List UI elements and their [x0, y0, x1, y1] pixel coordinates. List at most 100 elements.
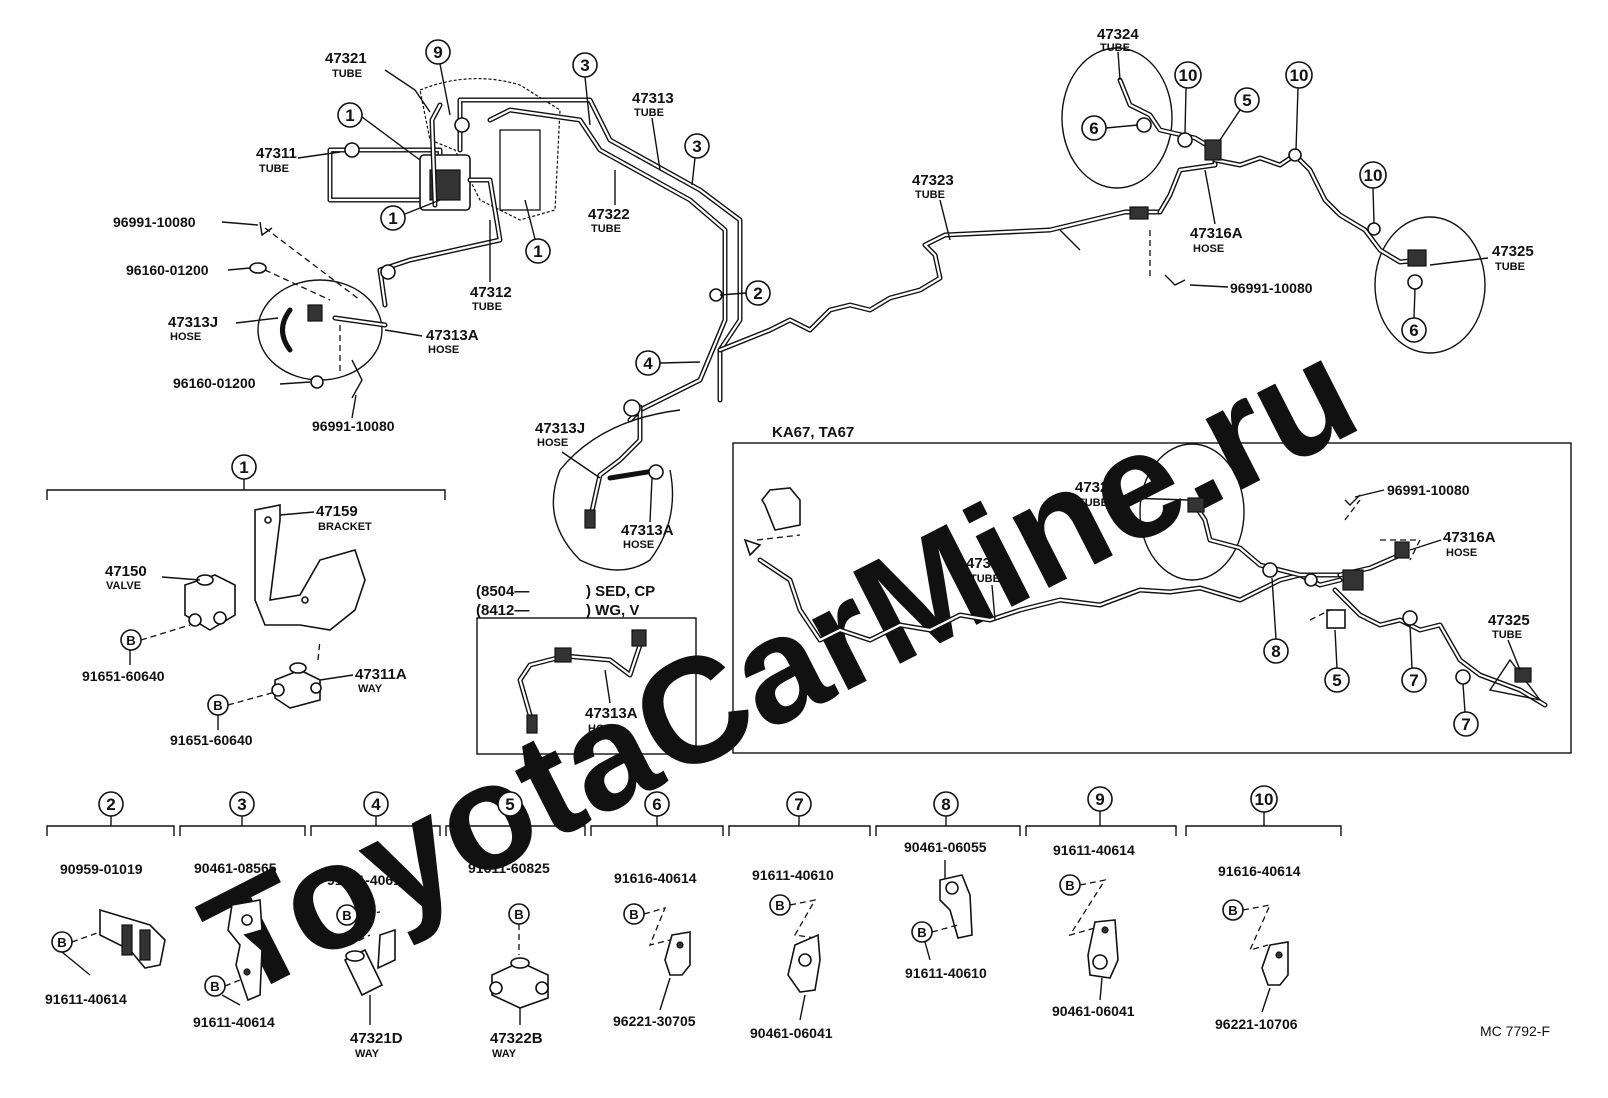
svg-text:1: 1 [388, 209, 397, 228]
svg-text:TUBE: TUBE [1495, 261, 1525, 273]
svg-text:3: 3 [580, 56, 589, 75]
svg-text:HOSE: HOSE [170, 331, 201, 343]
svg-text:B: B [775, 898, 784, 913]
svg-text:B: B [629, 907, 638, 922]
svg-text:90461-06055: 90461-06055 [904, 839, 987, 855]
diagram-code: MC 7792-F [1480, 1023, 1550, 1039]
svg-text:WAY: WAY [355, 1048, 380, 1060]
svg-text:91611-40614: 91611-40614 [1053, 842, 1135, 858]
svg-text:96991-10080: 96991-10080 [312, 418, 395, 434]
svg-text:96221-10706: 96221-10706 [1215, 1016, 1298, 1032]
svg-text:47322B: 47322B [490, 1030, 543, 1047]
tube-47325-top-line [1212, 152, 1423, 265]
svg-text:90461-06041: 90461-06041 [750, 1025, 833, 1041]
svg-text:91616-40614: 91616-40614 [614, 870, 697, 886]
label-47313J-left: 47313J HOSE [168, 314, 279, 343]
svg-text:8: 8 [1271, 642, 1280, 661]
svg-text:47313: 47313 [632, 90, 674, 107]
svg-text:1: 1 [239, 458, 248, 477]
svg-text:TUBE: TUBE [915, 189, 945, 201]
svg-text:47313J: 47313J [168, 314, 218, 331]
label-47159: 47159 BRACKET [279, 503, 372, 533]
svg-text:B: B [1065, 878, 1074, 893]
svg-text:1: 1 [533, 242, 542, 261]
ka67-lines [743, 443, 1548, 708]
svg-text:47325: 47325 [1488, 612, 1530, 629]
svg-text:7: 7 [1409, 671, 1418, 690]
svg-text:B: B [342, 908, 351, 923]
svg-text:91611-40610: 91611-40610 [905, 965, 987, 981]
svg-text:TUBE: TUBE [970, 573, 1000, 585]
svg-text:91611-40610: 91611-40610 [752, 867, 834, 883]
callout-10-c: 10 [1359, 161, 1387, 224]
group-10: 10 91616-40614 B 96221-10706 [1215, 785, 1301, 1032]
label-47311: 47311 TUBE [256, 145, 341, 175]
svg-text:9: 9 [1095, 790, 1104, 809]
svg-text:3: 3 [237, 795, 246, 814]
label-47150: 47150 VALVE [105, 563, 201, 592]
label-47312: 47312 TUBE [470, 220, 512, 313]
svg-text:90461-06041: 90461-06041 [1052, 1003, 1135, 1019]
svg-text:91611-40614: 91611-40614 [193, 1014, 275, 1030]
svg-text:47313J: 47313J [535, 420, 585, 437]
label-47325-top: 47325 TUBE [1429, 243, 1534, 273]
svg-text:47321: 47321 [325, 50, 367, 67]
label-47313A-mid: 47313A HOSE [621, 477, 674, 551]
svg-text:47322: 47322 [966, 555, 1008, 572]
svg-text:6: 6 [1089, 119, 1098, 138]
svg-text:47324: 47324 [1075, 479, 1117, 496]
left-front-hose-line [280, 307, 293, 353]
svg-text:5: 5 [1242, 91, 1251, 110]
group-7: 7 91611-40610 B 90461-06041 [750, 791, 834, 1041]
callout-10-a: 10 [1174, 61, 1202, 134]
svg-text:5: 5 [505, 795, 514, 814]
callout-5-box: 5 [1324, 629, 1350, 693]
svg-text:96221-30705: 96221-30705 [613, 1013, 696, 1029]
svg-text:HOSE: HOSE [537, 437, 568, 449]
svg-text:7: 7 [794, 795, 803, 814]
svg-text:96160-01200: 96160-01200 [173, 375, 256, 391]
svg-text:91651-60640: 91651-60640 [82, 668, 165, 684]
svg-text:96160-01200: 96160-01200 [126, 262, 209, 278]
svg-text:47316A: 47316A [1443, 529, 1496, 546]
svg-text:2: 2 [753, 284, 762, 303]
label-47316A-box: 47316A HOSE [1409, 529, 1496, 559]
svg-text:47313A: 47313A [585, 705, 638, 722]
svg-text:96991-10080: 96991-10080 [113, 214, 196, 230]
svg-text:WAY: WAY [492, 1048, 517, 1060]
svg-text:6: 6 [652, 795, 661, 814]
svg-text:HOSE: HOSE [1193, 243, 1224, 255]
clamp-icon [664, 931, 691, 976]
rear-left-wheel-outline-top [1061, 47, 1173, 189]
group-1-detail: 1 [46, 454, 446, 709]
label-47321: 47321 TUBE [325, 50, 431, 113]
group-4: 4 91611-40614 B 47321D WAY [327, 791, 409, 1060]
label-47313A-left: 47313A HOSE [384, 327, 479, 356]
svg-text:91611-40614: 91611-40614 [327, 872, 409, 888]
callout-1-c: 1 [524, 199, 551, 264]
svg-text:47323: 47323 [912, 172, 954, 189]
callout-1-b: 1 [380, 199, 441, 231]
tube-47323-line [717, 209, 1163, 353]
svg-text:47311: 47311 [256, 145, 297, 162]
label-96160-a: 96160-01200 [126, 262, 251, 278]
svg-text:HOSE: HOSE [428, 344, 459, 356]
svg-text:HOSE: HOSE [1446, 547, 1477, 559]
label-47322-box: 47322 TUBE [966, 555, 1008, 621]
svg-text:B: B [1228, 903, 1237, 918]
callout-7-box-a: 7 [1401, 624, 1427, 693]
svg-text:B: B [917, 925, 926, 940]
label-47316A-top: 47316A HOSE [1190, 169, 1243, 255]
svg-text:96991-10080: 96991-10080 [1230, 280, 1313, 296]
clip-icon [351, 359, 363, 399]
svg-text:WAY: WAY [358, 683, 383, 695]
svg-text:90959-01019: 90959-01019 [60, 861, 143, 877]
svg-text:TUBE: TUBE [1492, 629, 1522, 641]
callout-6-b: 6 [1401, 288, 1427, 343]
svg-text:B: B [210, 979, 219, 994]
master-cylinder-assembly [327, 77, 743, 423]
callout-2-top: 2 [719, 280, 771, 306]
svg-text:47313A: 47313A [426, 327, 479, 344]
svg-text:8: 8 [941, 795, 950, 814]
